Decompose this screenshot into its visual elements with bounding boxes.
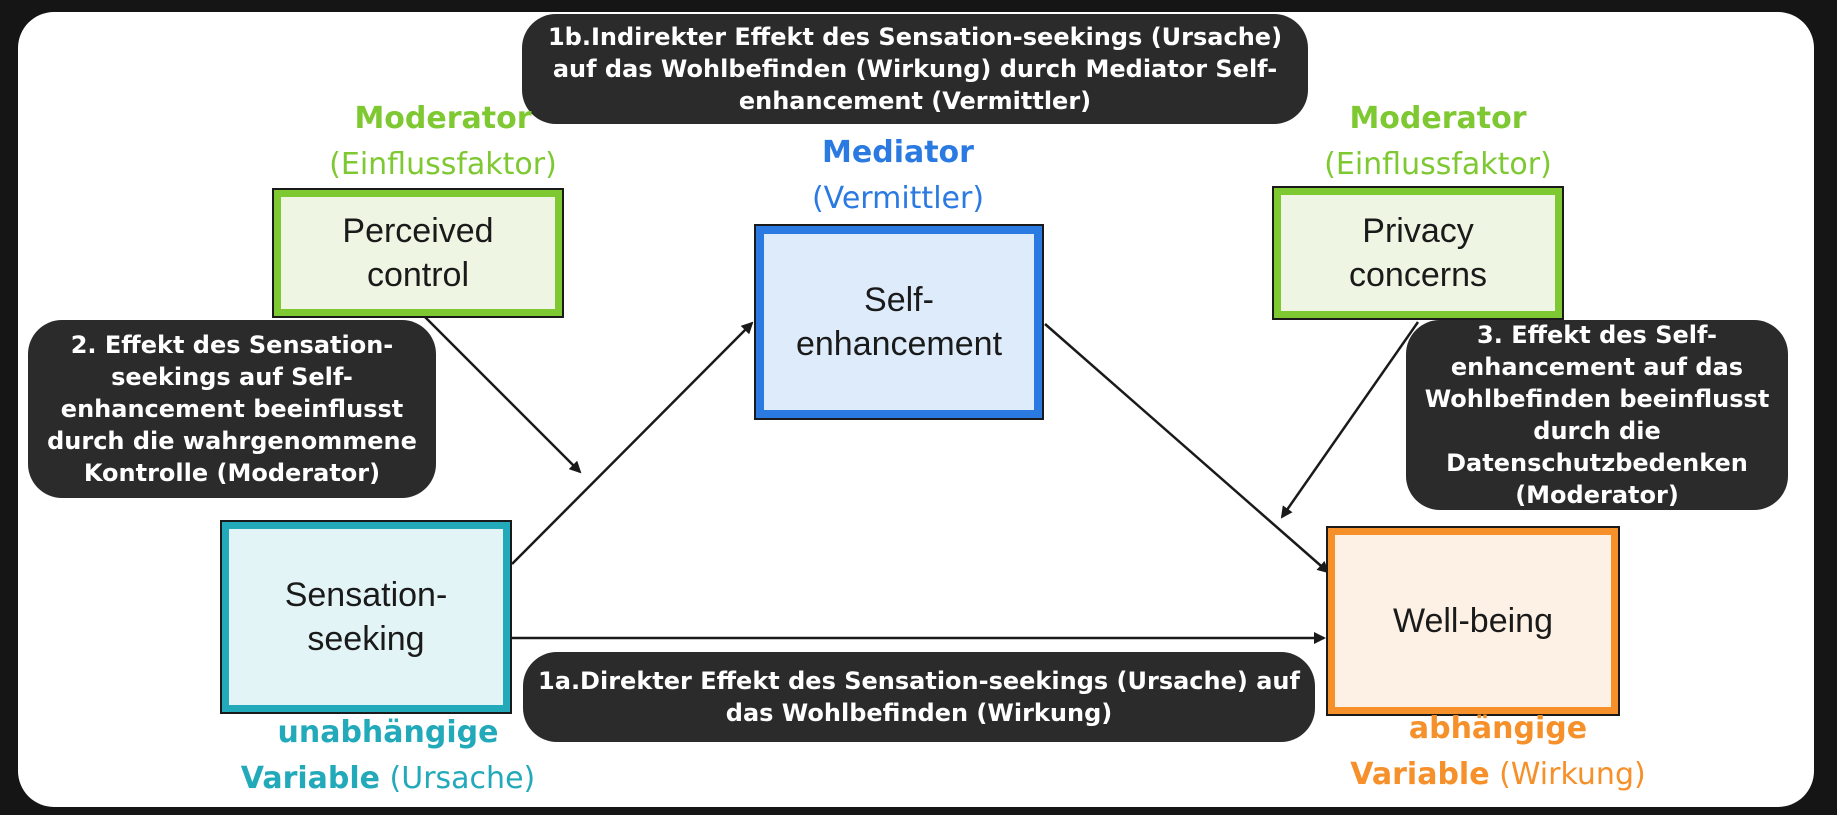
moderator-left-subtitle: (Einflussfaktor) bbox=[329, 147, 557, 182]
dependent-effect-word: (Wirkung) bbox=[1489, 757, 1646, 792]
arrows-layer bbox=[421, 313, 1420, 644]
arrow-sensation-to-self-enhancement bbox=[511, 321, 754, 565]
mediator-label: Mediator (Vermittler) bbox=[708, 130, 1088, 222]
well-being-box: Well-being bbox=[1326, 526, 1620, 716]
moderator-left-label: Moderator (Einflussfaktor) bbox=[258, 96, 628, 188]
sensation-seeking-box: Sensation- seeking bbox=[220, 520, 512, 714]
moderator-right-subtitle: (Einflussfaktor) bbox=[1324, 147, 1552, 182]
self-enhancement-box: Self- enhancement bbox=[754, 224, 1044, 420]
moderation-effect-2-bubble: 2. Effekt des Sensation-seekings auf Sel… bbox=[28, 320, 436, 498]
mediator-title: Mediator bbox=[822, 135, 974, 170]
moderator-right-label: Moderator (Einflussfaktor) bbox=[1253, 96, 1623, 188]
independent-title-line1: unabhängige bbox=[277, 715, 499, 750]
diagram-canvas: 1b.Indirekter Effekt des Sensation-seeki… bbox=[18, 12, 1814, 807]
independent-variable-label: unabhängige Variable (Ursache) bbox=[198, 710, 578, 802]
mediator-subtitle: (Vermittler) bbox=[811, 181, 985, 216]
perceived-control-box: Perceived control bbox=[272, 188, 564, 318]
indirect-effect-bubble: 1b.Indirekter Effekt des Sensation-seeki… bbox=[522, 14, 1308, 124]
dependent-title-line1: abhängige bbox=[1408, 711, 1588, 746]
moderator-left-title: Moderator bbox=[354, 101, 532, 136]
arrow-self-enhancement-to-well-being bbox=[1044, 323, 1330, 574]
independent-variable-word: Variable bbox=[240, 761, 381, 796]
moderator-right-title: Moderator bbox=[1349, 101, 1527, 136]
independent-cause-word: (Ursache) bbox=[380, 761, 536, 796]
direct-effect-bubble: 1a.Direkter Effekt des Sensation-seeking… bbox=[523, 652, 1315, 742]
arrow-perceived-control-moderation bbox=[421, 313, 582, 474]
dependent-title-line2: Variable (Wirkung) bbox=[1298, 752, 1698, 798]
arrow-privacy-concerns-moderation bbox=[1280, 321, 1420, 519]
dependent-variable-word: Variable bbox=[1350, 757, 1490, 792]
privacy-concerns-box: Privacy concerns bbox=[1272, 186, 1564, 320]
moderation-effect-3-bubble: 3. Effekt des Self-enhancement auf das W… bbox=[1406, 320, 1788, 510]
independent-title-line2: Variable (Ursache) bbox=[198, 756, 578, 802]
dependent-variable-label: abhängige Variable (Wirkung) bbox=[1298, 706, 1698, 798]
